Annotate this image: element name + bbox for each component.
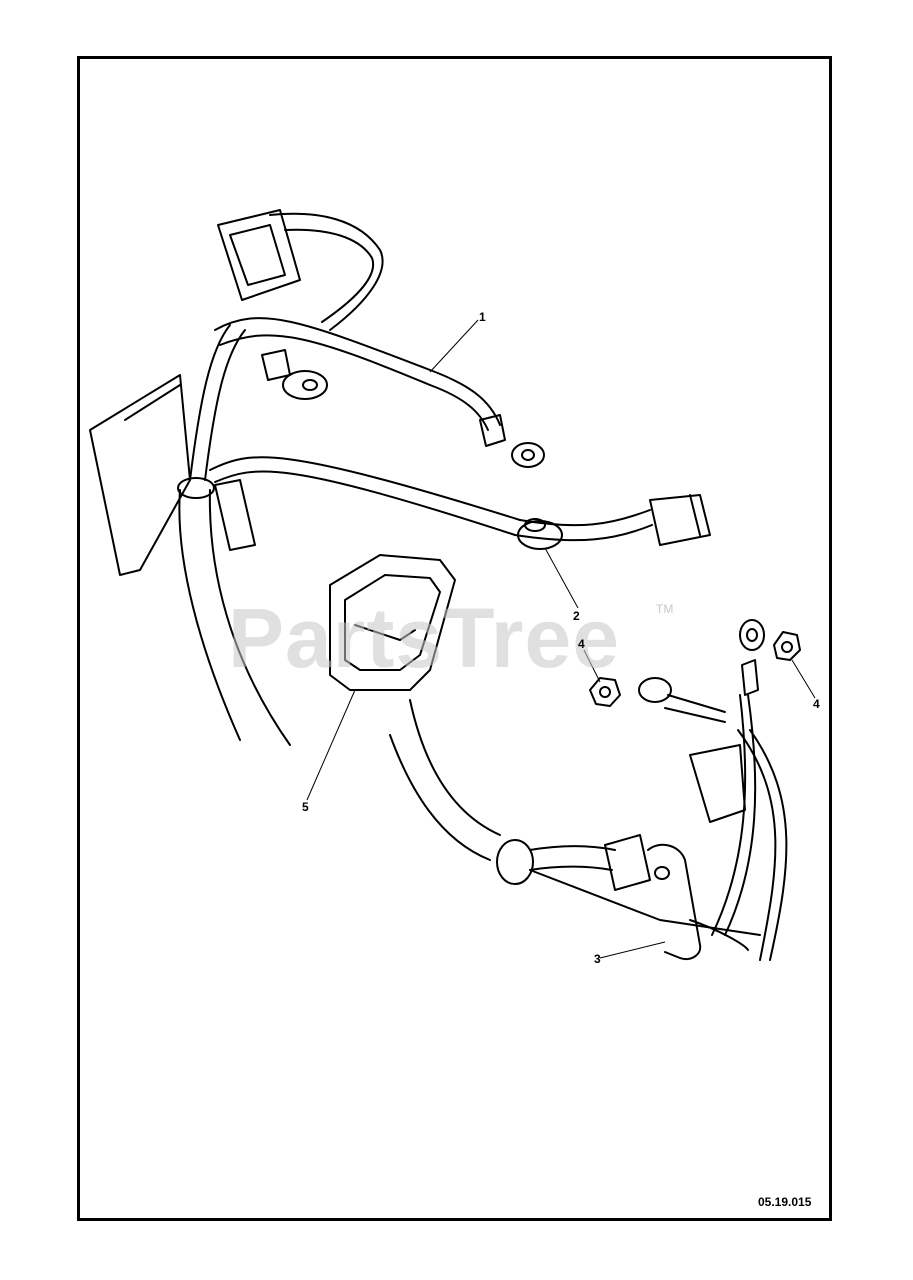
drawing-number: 05.19.015 (758, 1195, 812, 1209)
lower-cable (389, 699, 761, 936)
callout-4-left: 4 (578, 637, 585, 651)
callout-5: 5 (302, 800, 309, 814)
callout-1: 1 (479, 310, 486, 324)
callout-3: 3 (594, 952, 601, 966)
harness-clip (329, 554, 456, 691)
ring-terminal-right (638, 619, 788, 961)
left-block-connector (89, 374, 256, 576)
trademark-mark: TM (656, 602, 674, 616)
upper-connector (217, 209, 384, 331)
leader-lines (306, 319, 816, 959)
hex-nuts (589, 631, 801, 707)
callout-2: 2 (573, 609, 580, 623)
ground-bracket (604, 834, 749, 961)
watermark: PartsTree (228, 591, 620, 685)
branch-wire-right (209, 456, 711, 550)
callout-4-right: 4 (813, 697, 820, 711)
main-harness (177, 317, 501, 746)
diagram-frame (77, 56, 832, 1221)
ring-terminal-upper (261, 349, 545, 468)
